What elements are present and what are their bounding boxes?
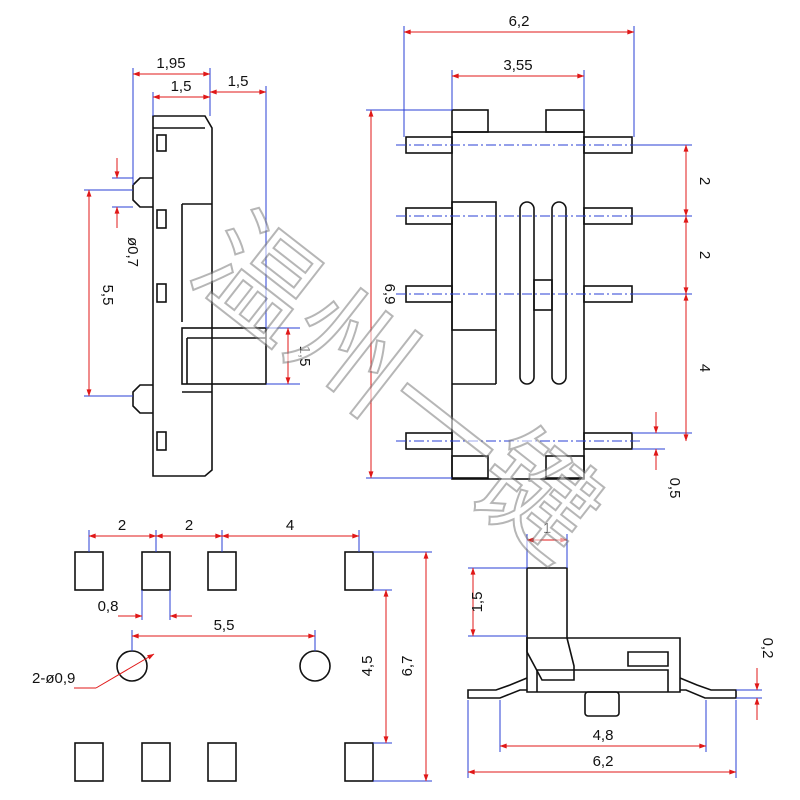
side-view-dimensions xyxy=(86,71,291,397)
front-actuator-width-label: 1 xyxy=(543,520,551,537)
footprint-extensions xyxy=(88,530,432,782)
footprint-hole-right xyxy=(299,650,331,682)
footprint-pads xyxy=(74,551,374,782)
side-pin-diameter-label: ø0,7 xyxy=(124,237,141,267)
front-overall-width-label: 6,2 xyxy=(593,753,614,770)
front-view-dimensions xyxy=(467,537,760,775)
footprint-hole-span-label: 5,5 xyxy=(214,617,235,634)
side-body-width-label: 1,5 xyxy=(171,78,192,95)
front-actuator xyxy=(526,567,575,681)
top-pitch-1-label: 2 xyxy=(696,177,713,185)
front-view-extensions xyxy=(467,534,762,778)
footprint-row-to-hole-label: 4,5 xyxy=(359,656,376,677)
footprint-hole-left xyxy=(116,650,148,682)
top-body-length-label: 6,9 xyxy=(381,284,398,305)
top-actuator xyxy=(451,201,497,331)
footprint-pad-width-label: 0,8 xyxy=(98,598,119,615)
side-actuator-travel-label: 1,5 xyxy=(228,73,249,90)
front-actuator-height-label: 1,5 xyxy=(469,592,486,613)
footprint-pitch-1-label: 2 xyxy=(118,517,126,534)
side-actuator-height-label: 1,5 xyxy=(296,346,313,367)
footprint-dimensions xyxy=(74,533,429,782)
top-pitch-3-label: 4 xyxy=(696,364,713,372)
watermark: 温州一键 xyxy=(169,188,626,587)
side-view-outline xyxy=(132,115,267,477)
front-lead-thickness-label: 0,2 xyxy=(759,638,776,659)
front-standoff-span-label: 4,8 xyxy=(593,727,614,744)
top-view-outline xyxy=(396,109,640,480)
top-body-width-label: 3,55 xyxy=(503,57,532,74)
footprint-row-span-label: 6,7 xyxy=(399,656,416,677)
side-actuator xyxy=(181,327,267,385)
top-pin-width-label: 0,5 xyxy=(666,478,683,499)
top-view: 6,2 3,55 6,9 2 2 4 0,5 xyxy=(366,13,713,498)
side-view: 1,95 1,5 1,5 5,5 ø0,7 1,5 xyxy=(84,55,313,477)
top-slot-left xyxy=(519,201,535,385)
side-pin-span-label: 5,5 xyxy=(99,285,116,306)
top-slot-right xyxy=(551,201,567,385)
top-pitch-2-label: 2 xyxy=(696,251,713,259)
footprint-hole-callout-label: 2-ø0,9 xyxy=(32,670,75,687)
footprint-pitch-3-label: 4 xyxy=(286,517,294,534)
footprint-view: 2 2 4 0,8 5,5 2-ø0,9 4,5 6,7 xyxy=(32,517,432,782)
top-overall-width-label: 6,2 xyxy=(509,13,530,30)
front-view: 1 1,5 0,2 4,8 6,2 xyxy=(467,520,776,778)
front-view-outline xyxy=(467,567,737,717)
top-view-dimensions xyxy=(368,29,689,479)
front-post xyxy=(584,691,620,717)
side-overall-width-label: 1,95 xyxy=(156,55,185,72)
footprint-pitch-2-label: 2 xyxy=(185,517,193,534)
